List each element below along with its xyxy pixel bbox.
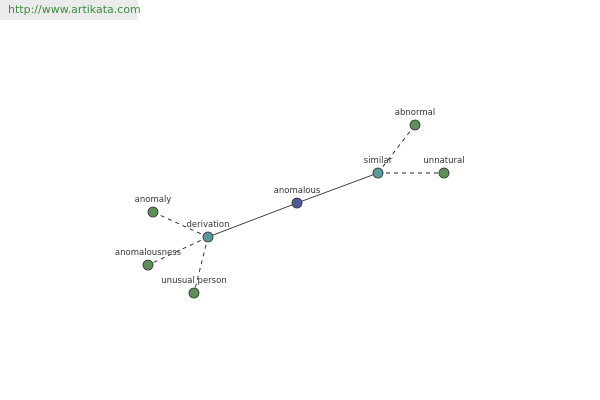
edge-derivation-anomalousness: [147, 236, 209, 266]
site-url-link[interactable]: http://www.artikata.com: [0, 0, 141, 20]
node-label-anomalousness[interactable]: anomalousness: [115, 248, 182, 258]
node-label-derivation[interactable]: derivation: [186, 220, 229, 230]
node-layer: [142, 119, 450, 299]
edge-derivation-anomaly: [152, 211, 209, 238]
node-label-abnormal[interactable]: abnormal: [395, 108, 435, 118]
edge-anomalous-derivation: [207, 202, 298, 238]
label-layer: anomalous similar derivation abnormal unnatu…: [115, 108, 465, 286]
node-derivation[interactable]: [202, 231, 214, 243]
node-label-similar[interactable]: similar: [364, 156, 393, 166]
edge-derivation-unusual-person: [193, 236, 209, 294]
node-similar[interactable]: [372, 167, 384, 179]
node-label-unnatural[interactable]: unnatural: [423, 156, 464, 166]
node-unusual-person[interactable]: [188, 287, 200, 299]
node-label-unusual-person[interactable]: unusual person: [161, 276, 226, 286]
node-abnormal[interactable]: [409, 119, 421, 131]
node-label-anomaly[interactable]: anomaly: [135, 195, 172, 205]
node-anomalousness[interactable]: [142, 259, 154, 271]
node-label-anomalous[interactable]: anomalous: [274, 186, 321, 196]
node-anomalous[interactable]: [291, 197, 303, 209]
edge-similar-abnormal: [377, 124, 416, 174]
node-anomaly[interactable]: [147, 206, 159, 218]
node-unnatural[interactable]: [438, 167, 450, 179]
edge-anomalous-similar: [296, 172, 379, 204]
edge-layer: [147, 124, 444, 294]
